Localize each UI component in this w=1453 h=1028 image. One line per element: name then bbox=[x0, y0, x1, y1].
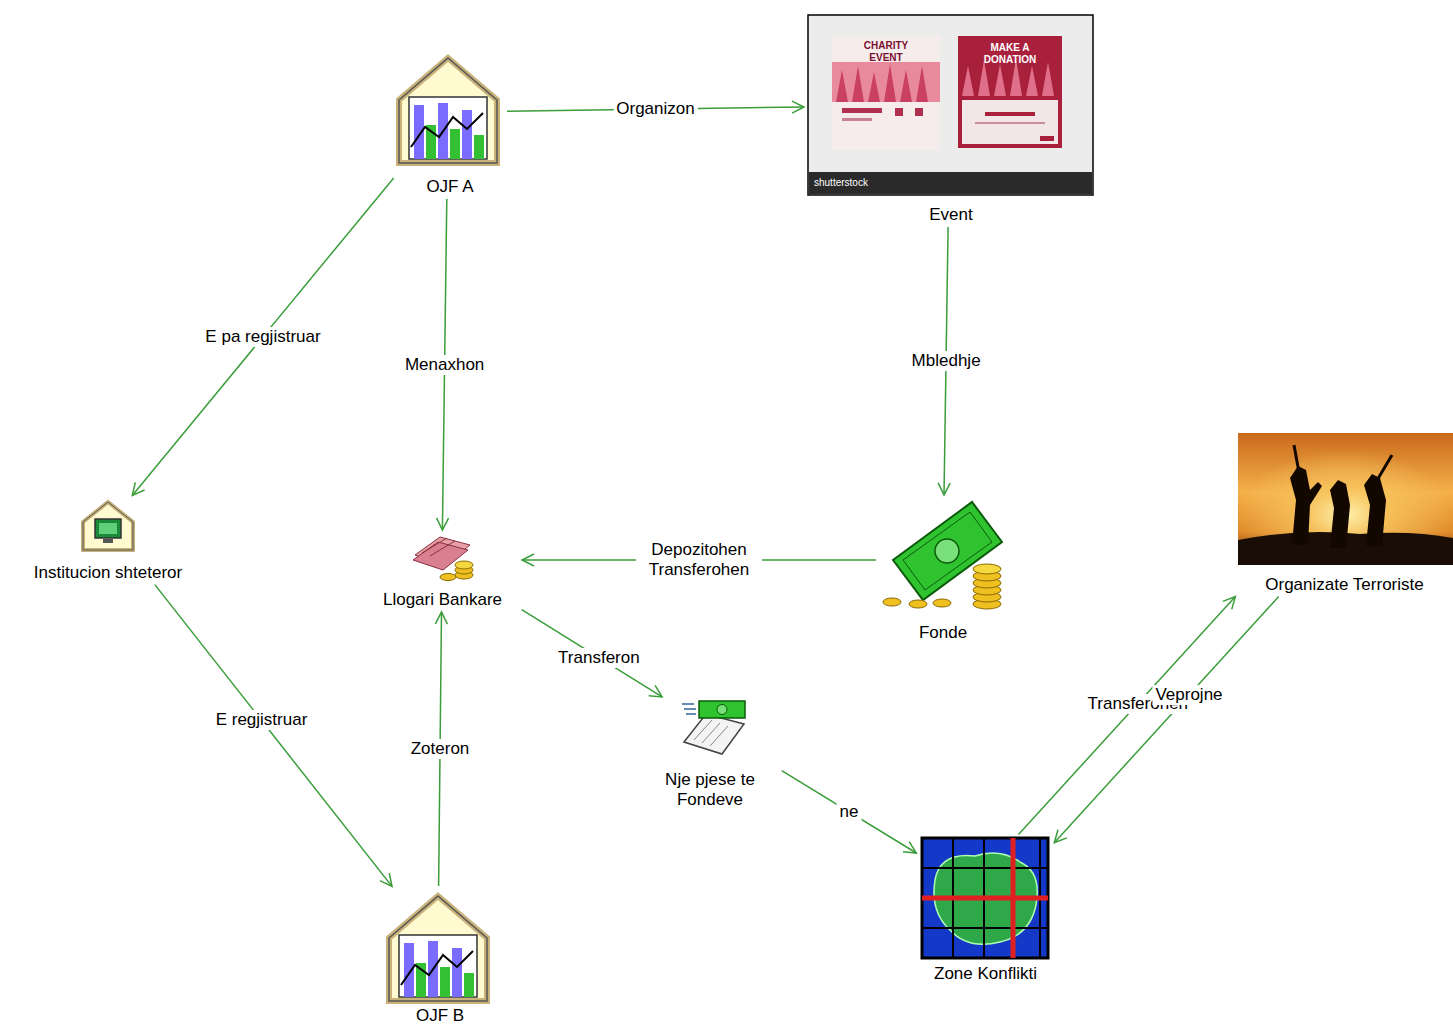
connector-arrow bbox=[132, 178, 393, 496]
bank-account-icon bbox=[413, 537, 473, 581]
terrorist-photo bbox=[1238, 433, 1453, 565]
transfer-icon bbox=[682, 701, 745, 754]
edge-label: Mbledhje bbox=[909, 351, 984, 371]
edge-label: E regjistruar bbox=[213, 710, 311, 730]
edge-label: Transferon bbox=[555, 648, 643, 668]
funds-icon bbox=[883, 502, 1002, 609]
ngo-node: OJF B bbox=[385, 888, 495, 1026]
node-label: Zone Konflikti bbox=[934, 964, 1037, 984]
node-label: Institucion shteteror bbox=[34, 563, 182, 583]
connector-arrow bbox=[782, 771, 917, 853]
poster-title: CHARITY EVENT bbox=[846, 40, 926, 64]
node-label: OJF B bbox=[416, 1006, 464, 1026]
ngo-icon bbox=[389, 896, 487, 1001]
event-picture bbox=[808, 15, 1093, 195]
connector-arrow bbox=[155, 585, 392, 887]
funds-part-node: Nje pjese te Fondeve bbox=[640, 698, 780, 810]
ngo-icon bbox=[399, 58, 497, 163]
conflict-zone-map bbox=[922, 838, 1048, 958]
poster-title: MAKE A DONATION bbox=[963, 42, 1057, 66]
node-label: Event bbox=[929, 205, 972, 225]
connector-arrow bbox=[1054, 597, 1278, 843]
edge-label: Depozitohen Transferohen bbox=[636, 540, 762, 580]
conflict-zone-node: Zone Konflikti bbox=[918, 836, 1053, 984]
event-node: Event bbox=[806, 13, 1096, 225]
bank-account-node: Llogari Bankare bbox=[365, 532, 520, 610]
node-label: Fonde bbox=[919, 623, 967, 643]
terrorist-org-node: Organizate Terroriste bbox=[1236, 431, 1453, 595]
edge-label: Organizon bbox=[613, 99, 697, 119]
node-label: Llogari Bankare bbox=[383, 590, 502, 610]
edge-label: Menaxhon bbox=[402, 355, 487, 375]
institution-icon bbox=[83, 502, 133, 550]
funds-node: Fonde bbox=[878, 497, 1008, 643]
connector-arrow bbox=[1019, 597, 1236, 835]
watermark: shutterstock bbox=[814, 177, 904, 189]
edge-label: ne bbox=[837, 802, 862, 822]
edge-label: Veprojne bbox=[1152, 685, 1225, 705]
institution-node: Institucion shteteror bbox=[8, 497, 208, 583]
edge-label: E pa regjistruar bbox=[202, 327, 323, 347]
ngo-node: OJF A bbox=[395, 55, 505, 197]
node-label: Nje pjese te Fondeve bbox=[654, 770, 766, 810]
node-label: Organizate Terroriste bbox=[1265, 575, 1423, 595]
edge-label: Zoteron bbox=[408, 739, 473, 759]
node-label: OJF A bbox=[426, 177, 473, 197]
connector-arrow bbox=[522, 610, 662, 697]
